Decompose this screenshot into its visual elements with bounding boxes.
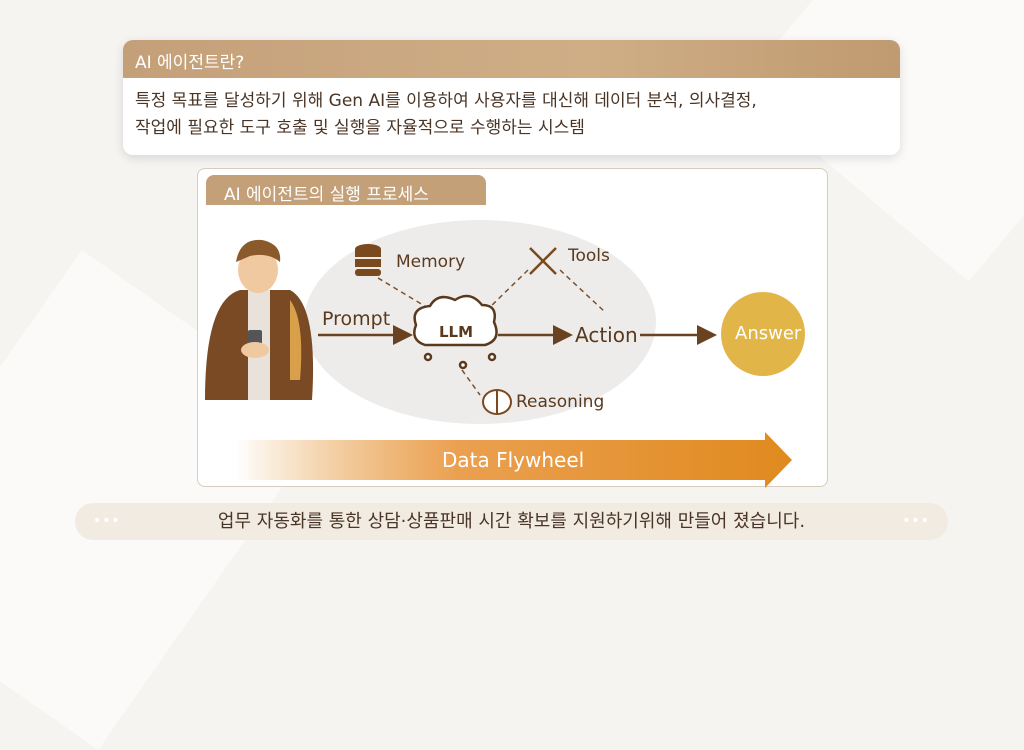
definition-card: AI 에이전트란? 특정 목표를 달성하기 위해 Gen AI를 이용하여 사용… [123, 40, 900, 155]
caption-text: 업무 자동화를 통한 상담·상품판매 시간 확보를 지원하기위해 만들어 졌습니… [217, 511, 806, 532]
flywheel-arrow [235, 432, 792, 488]
llm-cloud-icon [413, 294, 498, 370]
person-icon [205, 239, 314, 400]
definition-title: AI 에이전트란? [123, 40, 900, 78]
answer-circle [721, 292, 805, 376]
llm-label: LLM [439, 323, 474, 341]
answer-label: Answer [735, 323, 802, 344]
dots-icon: ••• [902, 513, 930, 529]
database-icon [355, 244, 381, 276]
action-label: Action [575, 323, 638, 347]
definition-line-2: 작업에 필요한 도구 호출 및 실행을 자율적으로 수행하는 시스템 [135, 118, 585, 138]
process-title: AI 에이전트의 실행 프로세스 [206, 175, 486, 205]
process-diagram [205, 220, 805, 488]
prompt-label: Prompt [322, 308, 391, 330]
dots-icon: ••• [93, 513, 121, 529]
brain-icon [482, 389, 512, 415]
memory-label: Memory [396, 252, 466, 272]
caption-bar: ••• 업무 자동화를 통한 상담·상품판매 시간 확보를 지원하기위해 만들어… [75, 503, 948, 540]
definition-line-1: 특정 목표를 달성하기 위해 Gen AI를 이용하여 사용자를 대신해 데이터… [135, 91, 757, 111]
reasoning-label: Reasoning [516, 392, 605, 412]
tools-icon [529, 247, 557, 275]
flywheel-label: Data Flywheel [442, 448, 585, 472]
tools-label: Tools [568, 246, 610, 266]
